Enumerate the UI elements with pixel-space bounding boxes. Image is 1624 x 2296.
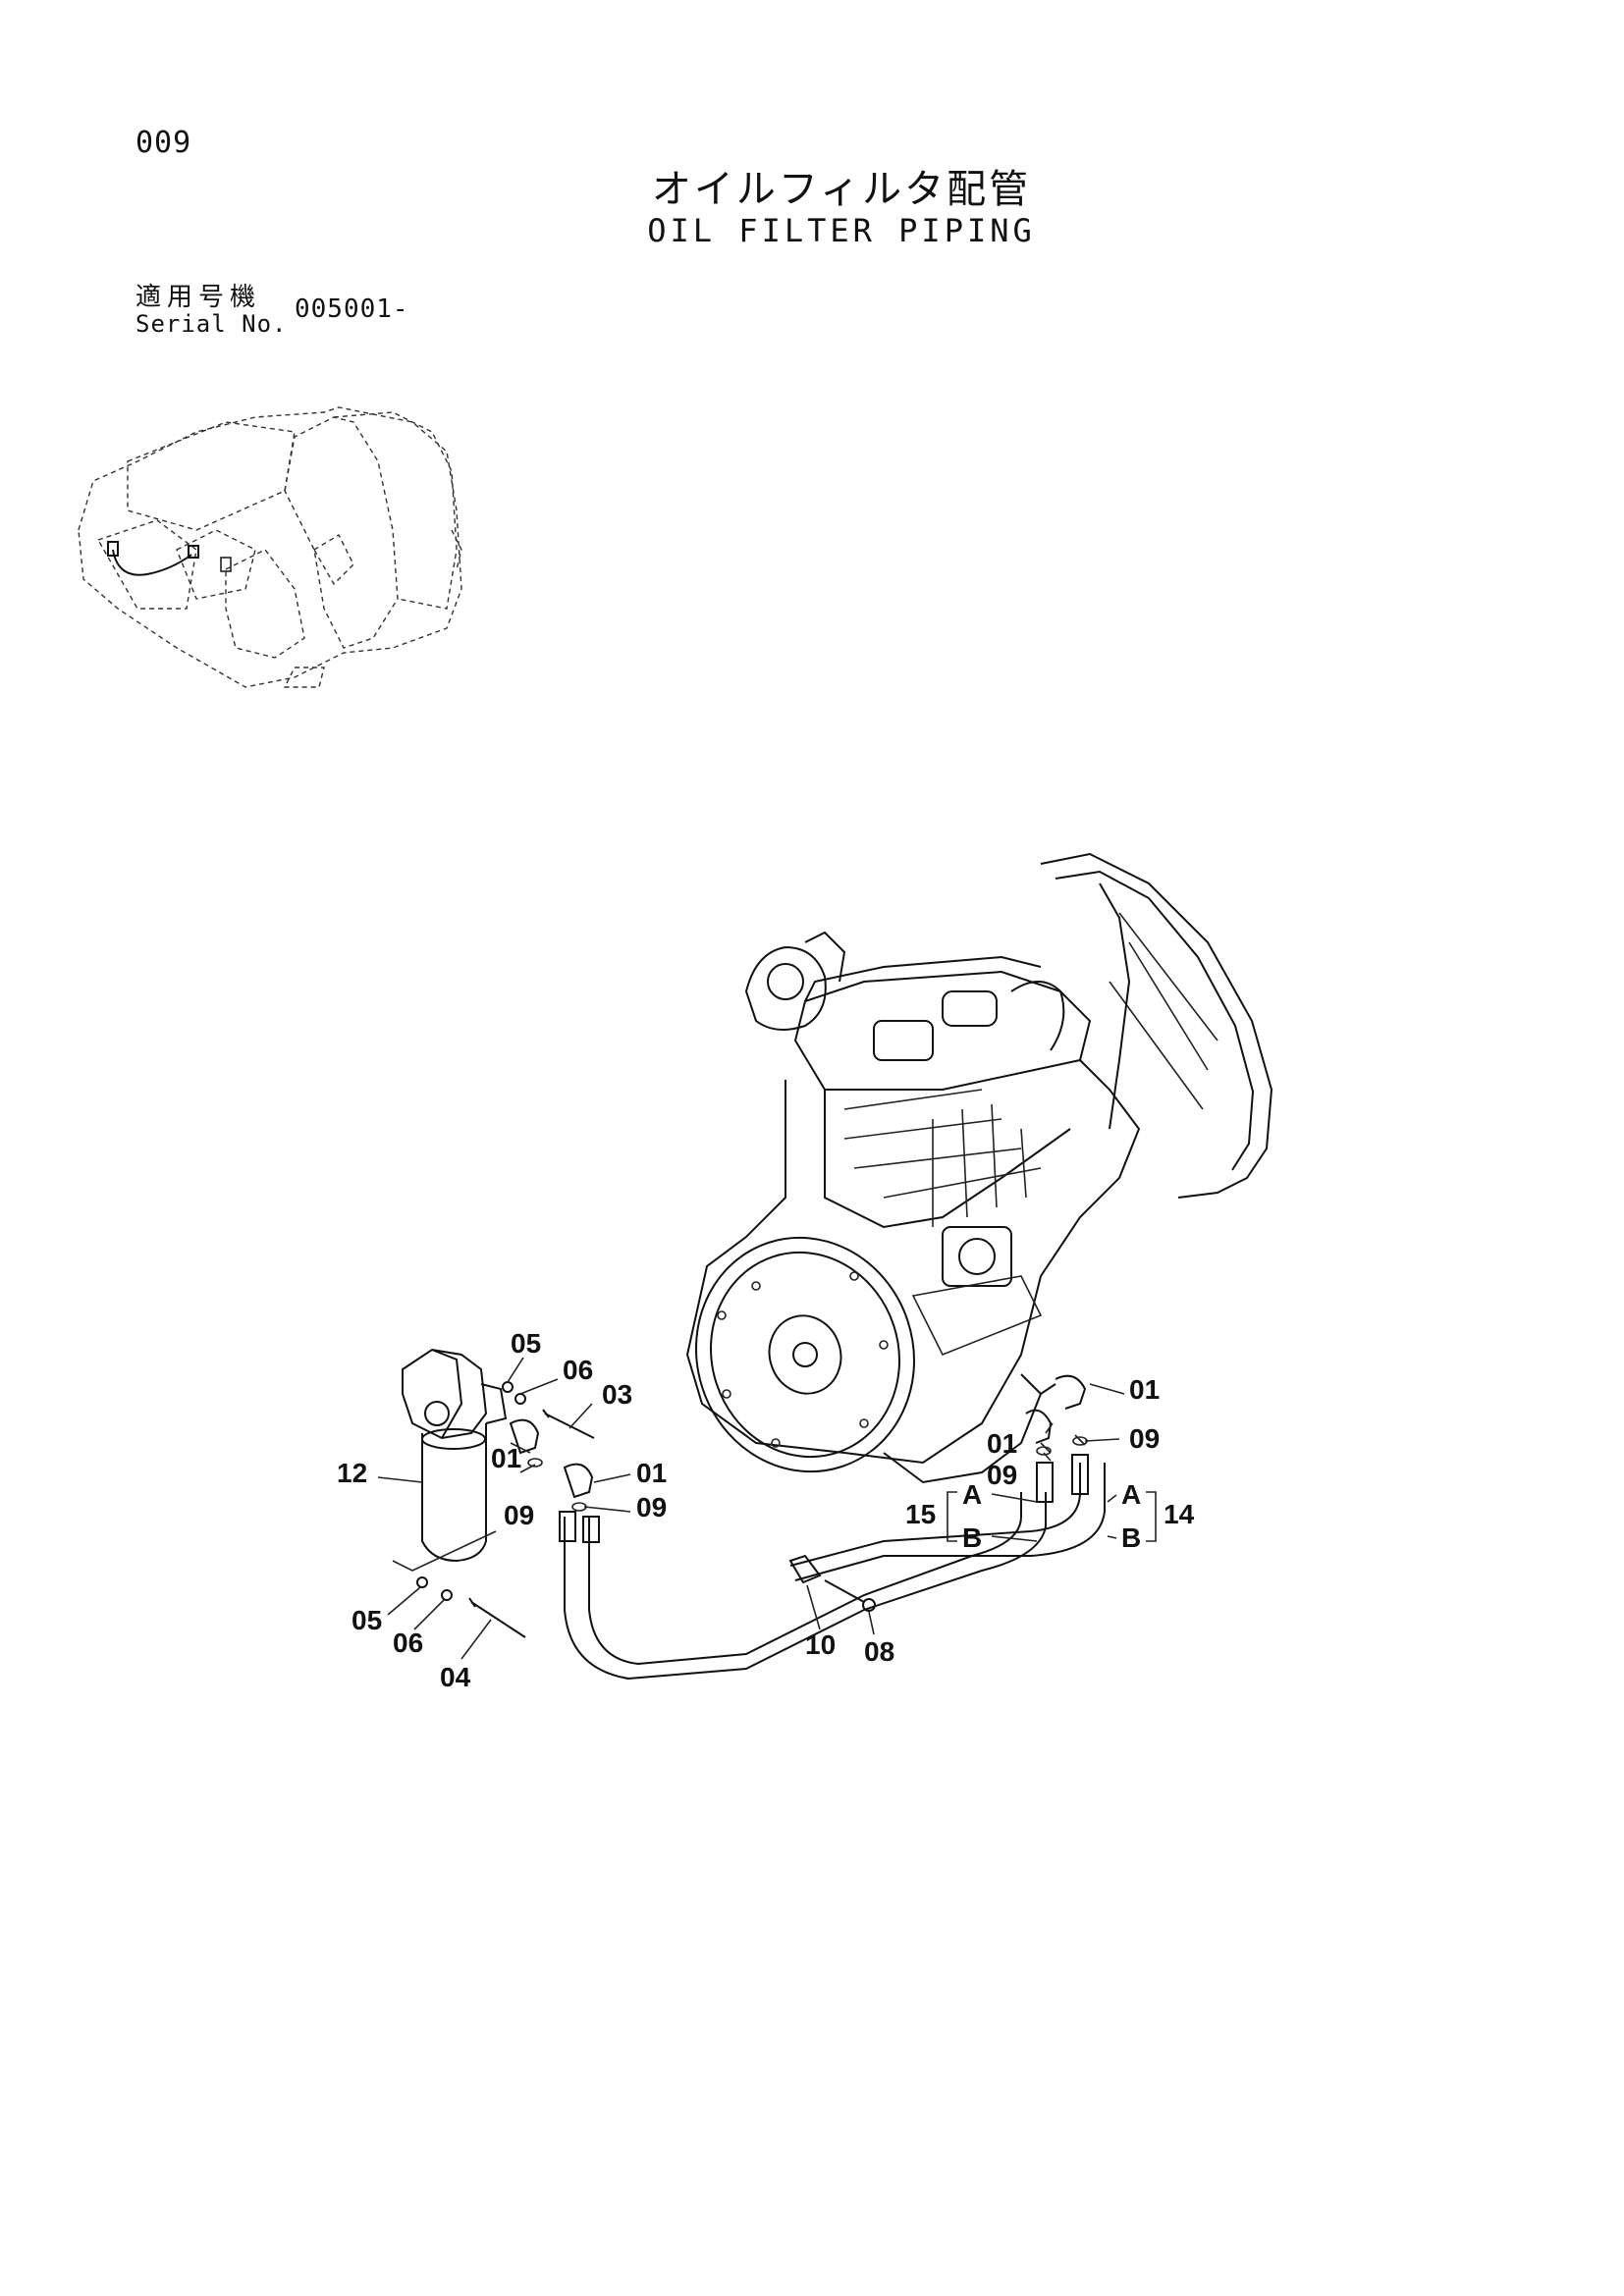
callout-03: 03 [602, 1379, 632, 1410]
page-title-english: OIL FILTER PIPING [647, 212, 1036, 249]
callout-08: 08 [864, 1636, 894, 1667]
callout-01-right-a: 01 [1129, 1374, 1160, 1405]
callout-labels: 05 06 03 12 01 09 01 09 05 06 04 10 08 0… [337, 1328, 1195, 1692]
callout-05-bottom: 05 [352, 1605, 382, 1635]
callout-14-b: B [1121, 1522, 1141, 1553]
serial-number-value: 005001- [295, 294, 409, 324]
oil-filter-assembly [392, 1348, 508, 1572]
callout-01-right-b: 01 [987, 1428, 1017, 1459]
callout-06-bottom: 06 [393, 1628, 423, 1658]
callout-04: 04 [440, 1662, 471, 1692]
page-title-japanese: オイルフィルタ配管 [651, 167, 1032, 212]
callout-09-right-a: 09 [1129, 1423, 1160, 1454]
engine-assembly [685, 852, 1273, 1484]
serial-label-english: Serial No. [135, 310, 288, 338]
filter-elbow-fittings [509, 1418, 594, 1512]
callout-01-left-a: 01 [491, 1443, 521, 1473]
callout-09-left-b: 09 [636, 1492, 667, 1522]
machine-overview-thumbnail [78, 406, 462, 688]
callout-12: 12 [337, 1458, 367, 1488]
callout-leader-lines [377, 1357, 1157, 1660]
filter-mounting-bolts [416, 1381, 595, 1638]
callout-15-a: A [962, 1479, 982, 1510]
callout-15: 15 [905, 1499, 936, 1529]
callout-09-left-a: 09 [504, 1500, 534, 1530]
serial-label-japanese: 適用号機 [135, 283, 262, 312]
callout-09-right-b: 09 [987, 1460, 1017, 1490]
callout-01-left-b: 01 [636, 1458, 667, 1488]
callout-06-top: 06 [563, 1355, 593, 1385]
callout-15-b: B [962, 1522, 982, 1553]
callout-14: 14 [1164, 1499, 1195, 1529]
page-number: 009 [135, 126, 192, 160]
callout-10: 10 [805, 1629, 836, 1660]
callout-14-a: A [1121, 1479, 1141, 1510]
oil-hoses [559, 1434, 1106, 1681]
callout-05-top: 05 [511, 1328, 541, 1359]
